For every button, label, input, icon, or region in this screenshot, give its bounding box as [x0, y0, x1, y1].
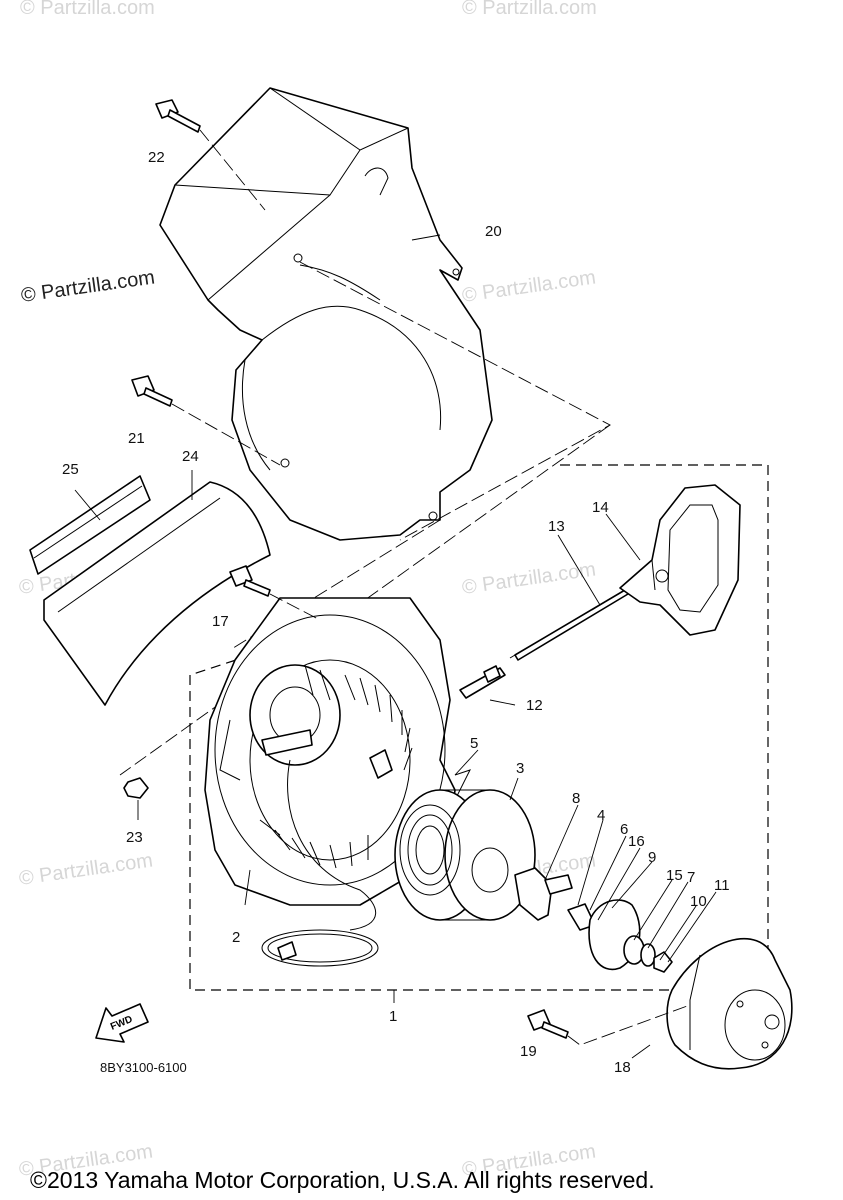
callout-17: 17: [212, 613, 229, 630]
washer-part-7: [640, 943, 656, 967]
callout-11: 11: [714, 877, 730, 894]
watermark: © Partzilla.com: [461, 266, 598, 307]
fan-shroud-part-20: [159, 87, 493, 541]
callout-16: 16: [628, 833, 645, 850]
callout-19: 19: [520, 1043, 537, 1060]
callout-10: 10: [690, 893, 707, 910]
rope-part-13: [459, 589, 629, 699]
copyright-notice: ©2013 Yamaha Motor Corporation, U.S.A. A…: [30, 1167, 655, 1193]
nut-part-23: [123, 777, 149, 799]
watermark: © Partzilla.com: [20, 266, 157, 307]
reel-part-3: [394, 789, 536, 921]
callout-13: 13: [548, 518, 565, 535]
callout-15: 15: [666, 867, 683, 884]
callout-3: 3: [516, 760, 524, 777]
diagram-code: 8BY3100-6100: [100, 1060, 187, 1075]
callout-6: 6: [620, 821, 628, 838]
callout-23: 23: [126, 829, 143, 846]
callout-9: 9: [648, 849, 656, 866]
callout-22: 22: [148, 149, 165, 166]
alignment-line: [229, 519, 441, 651]
watermark: © Partzilla.com: [461, 558, 598, 599]
watermark: © Partzilla.com: [462, 0, 597, 19]
starter-housing-part-2: [204, 597, 456, 967]
callout-5: 5: [470, 735, 478, 752]
callout-20: 20: [485, 223, 502, 240]
callout-12: 12: [526, 697, 543, 714]
callout-25: 25: [62, 461, 79, 478]
bolt-part-21: [131, 375, 281, 466]
starter-cover-part-18: [666, 937, 793, 1070]
callout-21: 21: [128, 430, 145, 447]
alignment-line: [119, 424, 611, 776]
bolt-part-17: [229, 565, 321, 621]
callout-2: 2: [232, 929, 240, 946]
callout-4: 4: [597, 807, 605, 824]
pawl-part-8: [514, 867, 573, 921]
callout-1: 1: [389, 1008, 397, 1025]
bolt-part-19: [527, 1004, 691, 1046]
bolt-part-22: [155, 99, 266, 211]
callout-8: 8: [572, 790, 580, 807]
fwd-arrow-icon: FWD: [95, 1003, 149, 1043]
callout-14: 14: [592, 499, 609, 516]
watermark: © Partzilla.com: [20, 0, 155, 19]
nut-part-10: [653, 951, 673, 973]
watermark: © Partzilla.com: [18, 849, 155, 890]
leader-lines: [74, 234, 717, 1059]
callout-18: 18: [614, 1059, 631, 1076]
callout-24: 24: [182, 448, 199, 465]
callout-7: 7: [687, 869, 695, 886]
handle-part-14: [619, 484, 741, 636]
strip-part-25: [29, 475, 151, 575]
